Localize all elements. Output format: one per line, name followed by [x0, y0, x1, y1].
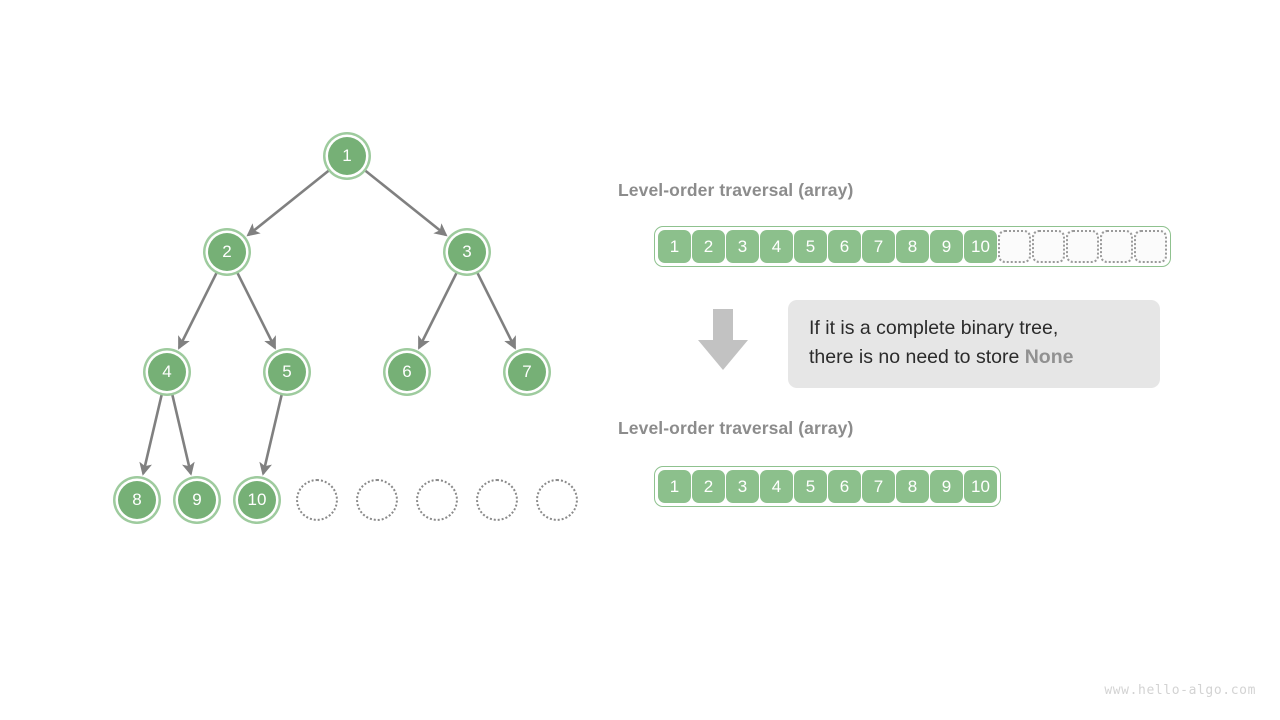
tree-node-empty-4	[476, 479, 518, 521]
tree-node-3: 3	[448, 233, 486, 271]
tree-edges	[139, 168, 517, 476]
tree-edge-2-4	[177, 270, 219, 350]
array-with-none-cell-empty	[1032, 230, 1065, 263]
array-with-none-cell: 8	[896, 230, 929, 263]
watermark: www.hello-algo.com	[1104, 683, 1256, 698]
callout-keyword-none: None	[1024, 346, 1074, 368]
tree-node-label: 5	[282, 362, 292, 381]
array-with-none-cell: 7	[862, 230, 895, 263]
tree-node-label: 2	[222, 242, 232, 261]
array-with-none-cell: 5	[794, 230, 827, 263]
tree-node-label: 1	[342, 146, 352, 165]
array-compact-cell: 8	[896, 470, 929, 503]
array-with-none-cell: 4	[760, 230, 793, 263]
tree-node-label: 4	[162, 362, 172, 381]
array-compact-cell: 6	[828, 470, 861, 503]
tree-node-2: 2	[208, 233, 246, 271]
tree-node-6: 6	[388, 353, 426, 391]
array-compact-cell: 1	[658, 470, 691, 503]
array-with-none-cell: 2	[692, 230, 725, 263]
tree-edge-1-3	[362, 168, 448, 237]
tree-node-label: 7	[522, 362, 532, 381]
tree-edge-3-6	[417, 270, 459, 350]
array-with-none-cell-empty	[1100, 230, 1133, 263]
callout-line-1: If it is a complete binary tree,	[809, 317, 1059, 339]
array-with-none-cell-empty	[998, 230, 1031, 263]
tree-node-empty-5	[536, 479, 578, 521]
array-compact-cell: 2	[692, 470, 725, 503]
tree-node-empty-3	[416, 479, 458, 521]
array-with-none-cell-empty	[1134, 230, 1167, 263]
array-with-none-cell-empty	[1066, 230, 1099, 263]
array-with-none-cell: 9	[930, 230, 963, 263]
array-with-none-cell: 10	[964, 230, 997, 263]
tree-node-label: 8	[132, 490, 142, 509]
array-compact-cell: 10	[964, 470, 997, 503]
binary-tree-figure: 1 2 3 4 5 6 7 8 9 10	[0, 0, 620, 600]
array-compact-title: Level-order traversal (array)	[618, 418, 854, 438]
array-compact-cell: 7	[862, 470, 895, 503]
tree-edge-4-8	[139, 392, 164, 476]
tree-node-label: 3	[462, 242, 472, 261]
tree-node-label: 6	[402, 362, 412, 381]
tree-edge-3-7	[475, 270, 517, 350]
callout-line-2-prefix: there is no need to store	[809, 346, 1025, 368]
tree-edge-2-5	[235, 270, 277, 350]
down-arrow-icon	[698, 309, 748, 370]
array-with-none-title: Level-order traversal (array)	[618, 180, 854, 200]
tree-node-4: 4	[148, 353, 186, 391]
tree-edge-5-10	[259, 392, 284, 476]
tree-node-8: 8	[118, 481, 156, 519]
array-compact-cell: 9	[930, 470, 963, 503]
tree-node-5: 5	[268, 353, 306, 391]
tree-node-empty-2	[356, 479, 398, 521]
tree-node-1: 1	[328, 137, 366, 175]
tree-node-empty-1	[296, 479, 338, 521]
callout-line-2: there is no need to store None	[809, 343, 1160, 372]
tree-edge-4-9	[170, 392, 195, 476]
tree-node-10: 10	[238, 481, 276, 519]
tree-node-7: 7	[508, 353, 546, 391]
array-with-none-cell: 3	[726, 230, 759, 263]
tree-node-label: 10	[247, 490, 267, 509]
array-compact-cell: 3	[726, 470, 759, 503]
tree-node-9: 9	[178, 481, 216, 519]
tree-edge-1-2	[246, 168, 332, 237]
array-with-none-cell: 1	[658, 230, 691, 263]
array-compact-cell: 4	[760, 470, 793, 503]
tree-node-label: 9	[192, 490, 202, 509]
array-with-none-cell: 6	[828, 230, 861, 263]
array-compact-cell: 5	[794, 470, 827, 503]
callout-box: If it is a complete binary tree, there i…	[788, 300, 1160, 388]
